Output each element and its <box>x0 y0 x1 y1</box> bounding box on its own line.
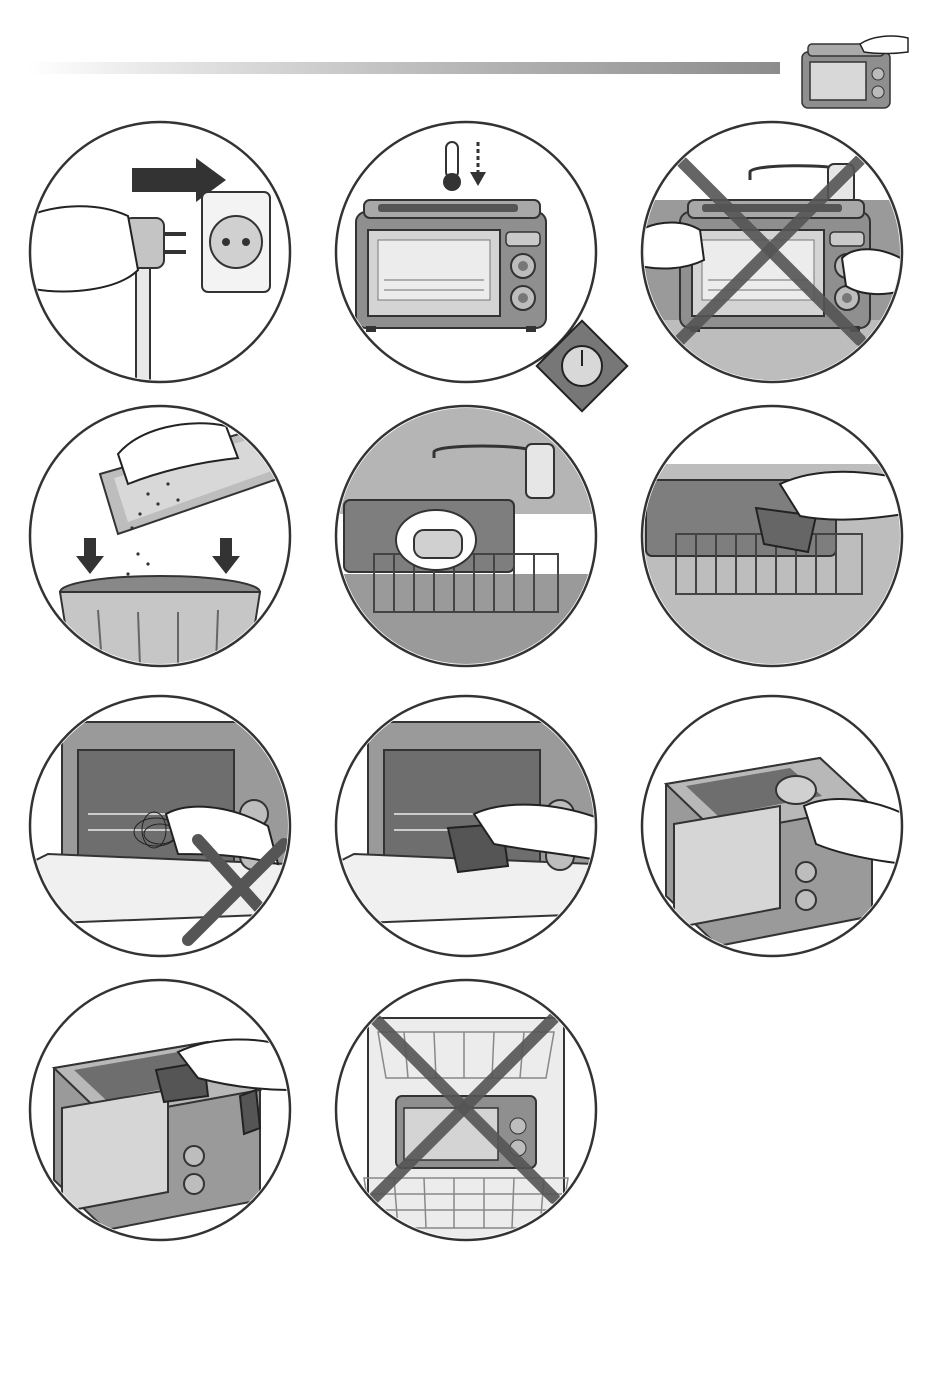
dry-rack-with-cloth-icon <box>640 404 904 668</box>
wipe-exterior-sponge-icon <box>640 694 904 958</box>
wash-tray-with-sponge-icon <box>334 404 598 668</box>
step-wipe-top-cloth <box>28 978 292 1242</box>
step-no-dishwasher <box>334 978 598 1242</box>
step-wipe-exterior-sponge <box>640 694 904 958</box>
no-water-immersion-icon <box>640 120 904 384</box>
wipe-interior-cloth-icon <box>334 694 598 958</box>
no-dishwasher-icon <box>334 978 598 1242</box>
header-gradient-bar <box>28 62 780 74</box>
step-dry-tray-rack <box>640 404 904 668</box>
no-abrasive-pad-inside-icon <box>28 694 292 958</box>
step-unplug <box>28 120 292 384</box>
wipe-top-cloth-icon <box>28 978 292 1242</box>
step-wash-tray-rack <box>334 404 598 668</box>
toaster-oven-cleaning-icon <box>796 30 912 116</box>
unplug-plug-from-socket-icon <box>28 120 292 384</box>
step-empty-crumb-tray <box>28 404 292 668</box>
empty-crumb-tray-icon <box>28 404 292 668</box>
step-wipe-interior <box>334 694 598 958</box>
step-no-steel-wool <box>28 694 292 958</box>
step-no-water <box>640 120 904 384</box>
